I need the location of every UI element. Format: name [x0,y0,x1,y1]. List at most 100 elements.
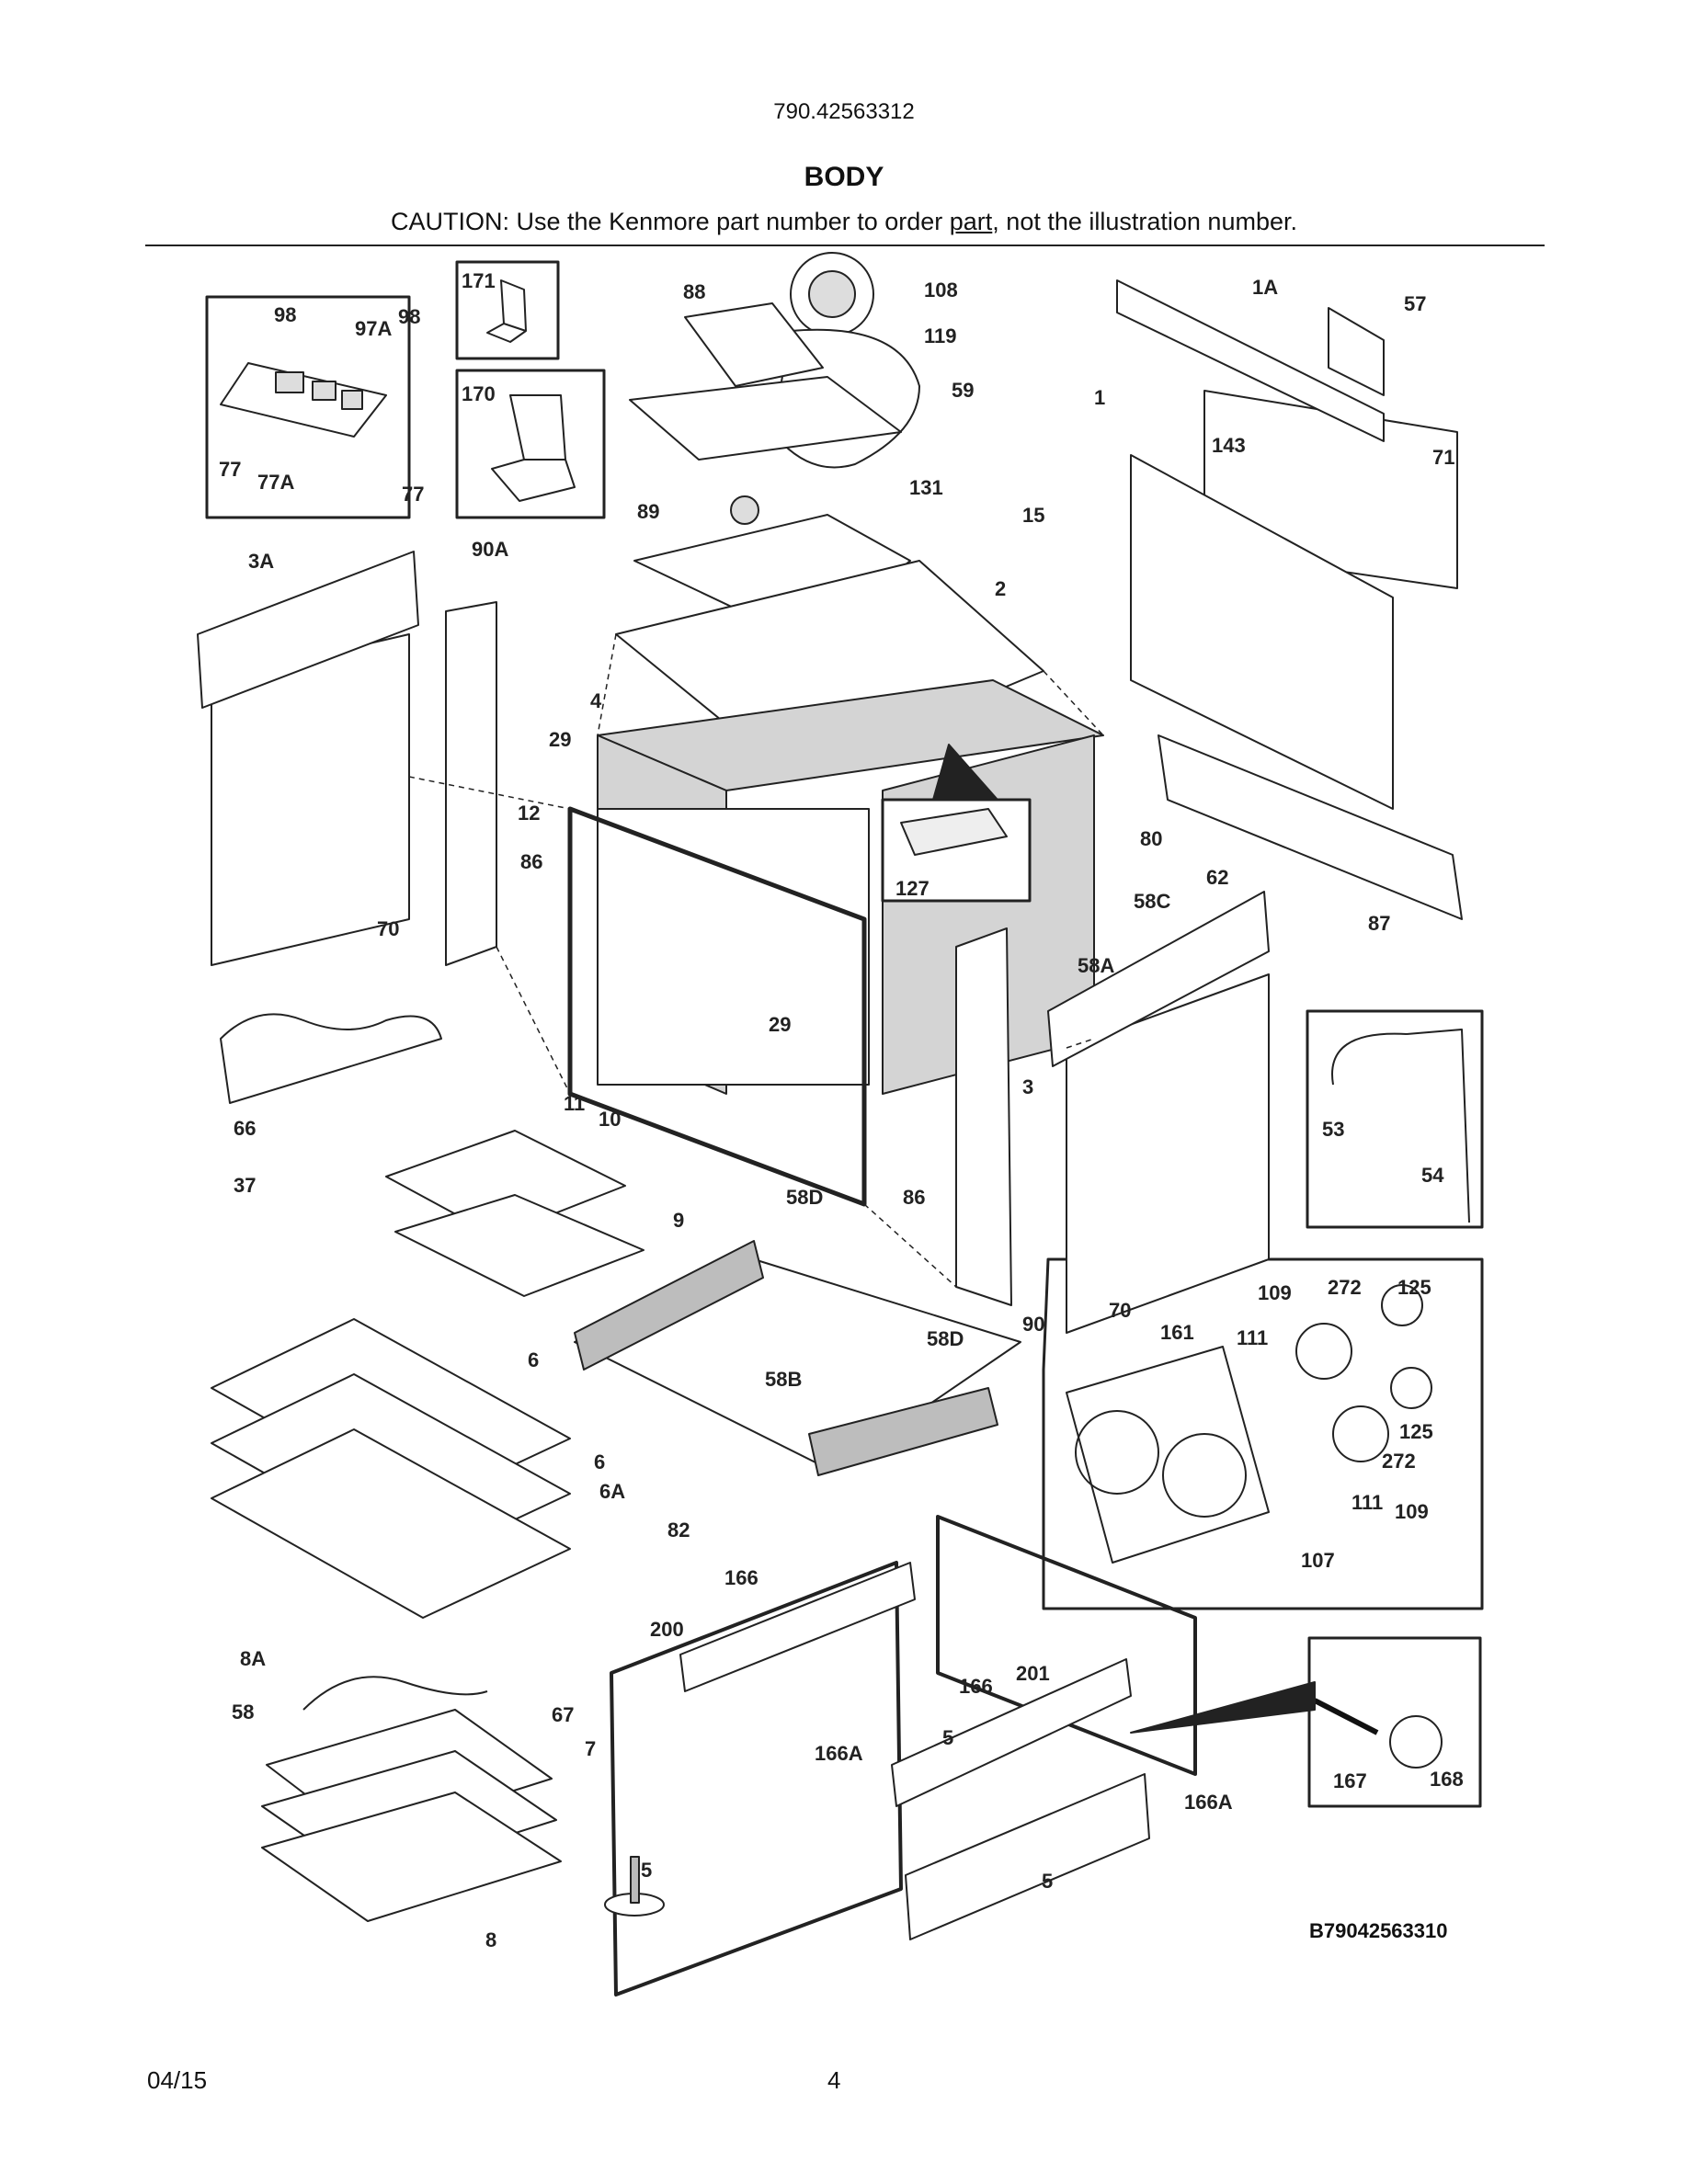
probe-cable [1331,1029,1470,1223]
plate-8 [261,1792,562,1922]
callout-label: 8 [485,1928,496,1951]
callout-label: 127 [895,877,930,900]
fan-blades-109 [1295,1323,1389,1462]
page-title: BODY [804,162,884,192]
callout-label: 6A [599,1480,625,1503]
callout-label: 6 [528,1348,539,1371]
callout-label: 58D [927,1327,964,1350]
drawing-id: B79042563310 [1309,1919,1448,1942]
fan-cover-107 [1066,1346,1270,1564]
callout-label: 98 [274,303,296,326]
roller-inset-box [1307,1636,1482,1808]
callout-label: 166 [959,1675,993,1698]
callout-label: 89 [637,500,659,523]
callout-label: 1 [1094,386,1105,409]
callout-label: 7 [585,1737,596,1760]
callout-label: 15 [1022,504,1044,527]
element-8A [302,1676,488,1711]
callout-label: 77A [257,471,294,494]
broil-pan-9 [394,1194,644,1297]
callout-label: 57 [1404,292,1426,315]
bracket-170-part [491,394,576,502]
callout-label: 1A [1252,276,1278,299]
drawer-frame-82 [574,1258,1021,1472]
callout-label: 58B [765,1368,802,1391]
callout-label: 86 [903,1186,925,1209]
caution-text-start: CAUTION: Use the Kenmore part number to … [391,208,950,235]
callout-label: 62 [1206,866,1228,889]
callout-label: 4 [590,689,602,712]
callout-labels: 98 97A 98 77 77A 77 171 170 88 108 119 5… [219,269,1464,1951]
callout-label: 67 [552,1703,574,1726]
caution-note: CAUTION: Use the Kenmore part number to … [0,208,1688,236]
callout-label: 9 [673,1209,684,1232]
callout-label: 29 [549,728,571,751]
bracket-171-inset-box [455,260,560,360]
callout-label: 59 [952,379,974,402]
callout-label: 58D [786,1186,823,1209]
callout-label: 119 [924,324,957,347]
trim-90 [955,927,1012,1306]
callout-label: 71 [1432,446,1454,469]
callout-label: 10 [599,1108,621,1131]
fan-inset-box [1042,1257,1484,1610]
callout-label: 272 [1328,1276,1362,1299]
callout-label: 2 [995,577,1006,600]
callout-label: 11 [564,1092,585,1115]
control-board-part [220,362,387,438]
callout-label: 167 [1333,1769,1367,1792]
callout-label: 5 [641,1859,652,1882]
callout-label: 58A [1078,954,1114,977]
callout-label: 166A [815,1742,863,1765]
rail-87 [1158,734,1463,920]
vent-57 [1328,307,1385,396]
callout-label: 5 [942,1726,953,1749]
callout-label: 54 [1421,1164,1444,1187]
rail-1A [1116,279,1385,442]
callout-label: 3 [1022,1075,1033,1098]
leveling-leg-5 [604,1856,665,1917]
callout-label: 125 [1399,1420,1433,1443]
callout-label: 171 [462,269,496,292]
bracket-171-part [486,279,527,343]
header-rule [145,245,1545,246]
callout-label: 87 [1368,912,1390,935]
rail-3 [1047,891,1270,1067]
callout-label: 58C [1134,890,1170,913]
callout-label: 166A [1184,1791,1233,1814]
callout-label: 66 [234,1117,256,1140]
callout-label: 111 [1237,1326,1268,1349]
callout-label: 88 [683,280,705,303]
callout-label: 125 [1397,1276,1431,1299]
callout-label: 109 [1258,1281,1292,1304]
oven-rack-6A [211,1428,571,1619]
callout-label: 70 [377,917,399,940]
callout-label: 131 [909,476,943,499]
callout-label: 272 [1382,1450,1416,1473]
callout-label: 161 [1160,1321,1194,1344]
callout-label: 58 [232,1701,254,1723]
callout-label: 53 [1322,1118,1344,1141]
callout-label: 86 [520,850,542,873]
callout-label: 5 [1042,1870,1053,1893]
callout-label: 170 [462,382,496,405]
callout-label: 8A [240,1647,266,1670]
bracket-170-inset-box [455,369,606,519]
back-panel-1 [1130,454,1394,810]
callout-label: 108 [924,279,958,301]
callout-label: 29 [769,1013,791,1036]
drawer-back-frame-201 [936,1515,1197,1776]
callout-label: 70 [1109,1299,1131,1322]
callout-label: 168 [1430,1768,1464,1791]
roller-pointer [1130,1681,1316,1734]
callout-label: 97A [355,317,392,340]
callout-label: 80 [1140,827,1162,850]
roller-168 [1313,1698,1443,1769]
trim-90A [445,601,497,966]
alignment-lines [408,633,1104,1288]
model-number: 790.42563312 [773,99,915,124]
callout-label: 166 [724,1566,758,1589]
callout-label: 109 [1395,1500,1429,1523]
caution-part-link[interactable]: part [949,208,993,235]
